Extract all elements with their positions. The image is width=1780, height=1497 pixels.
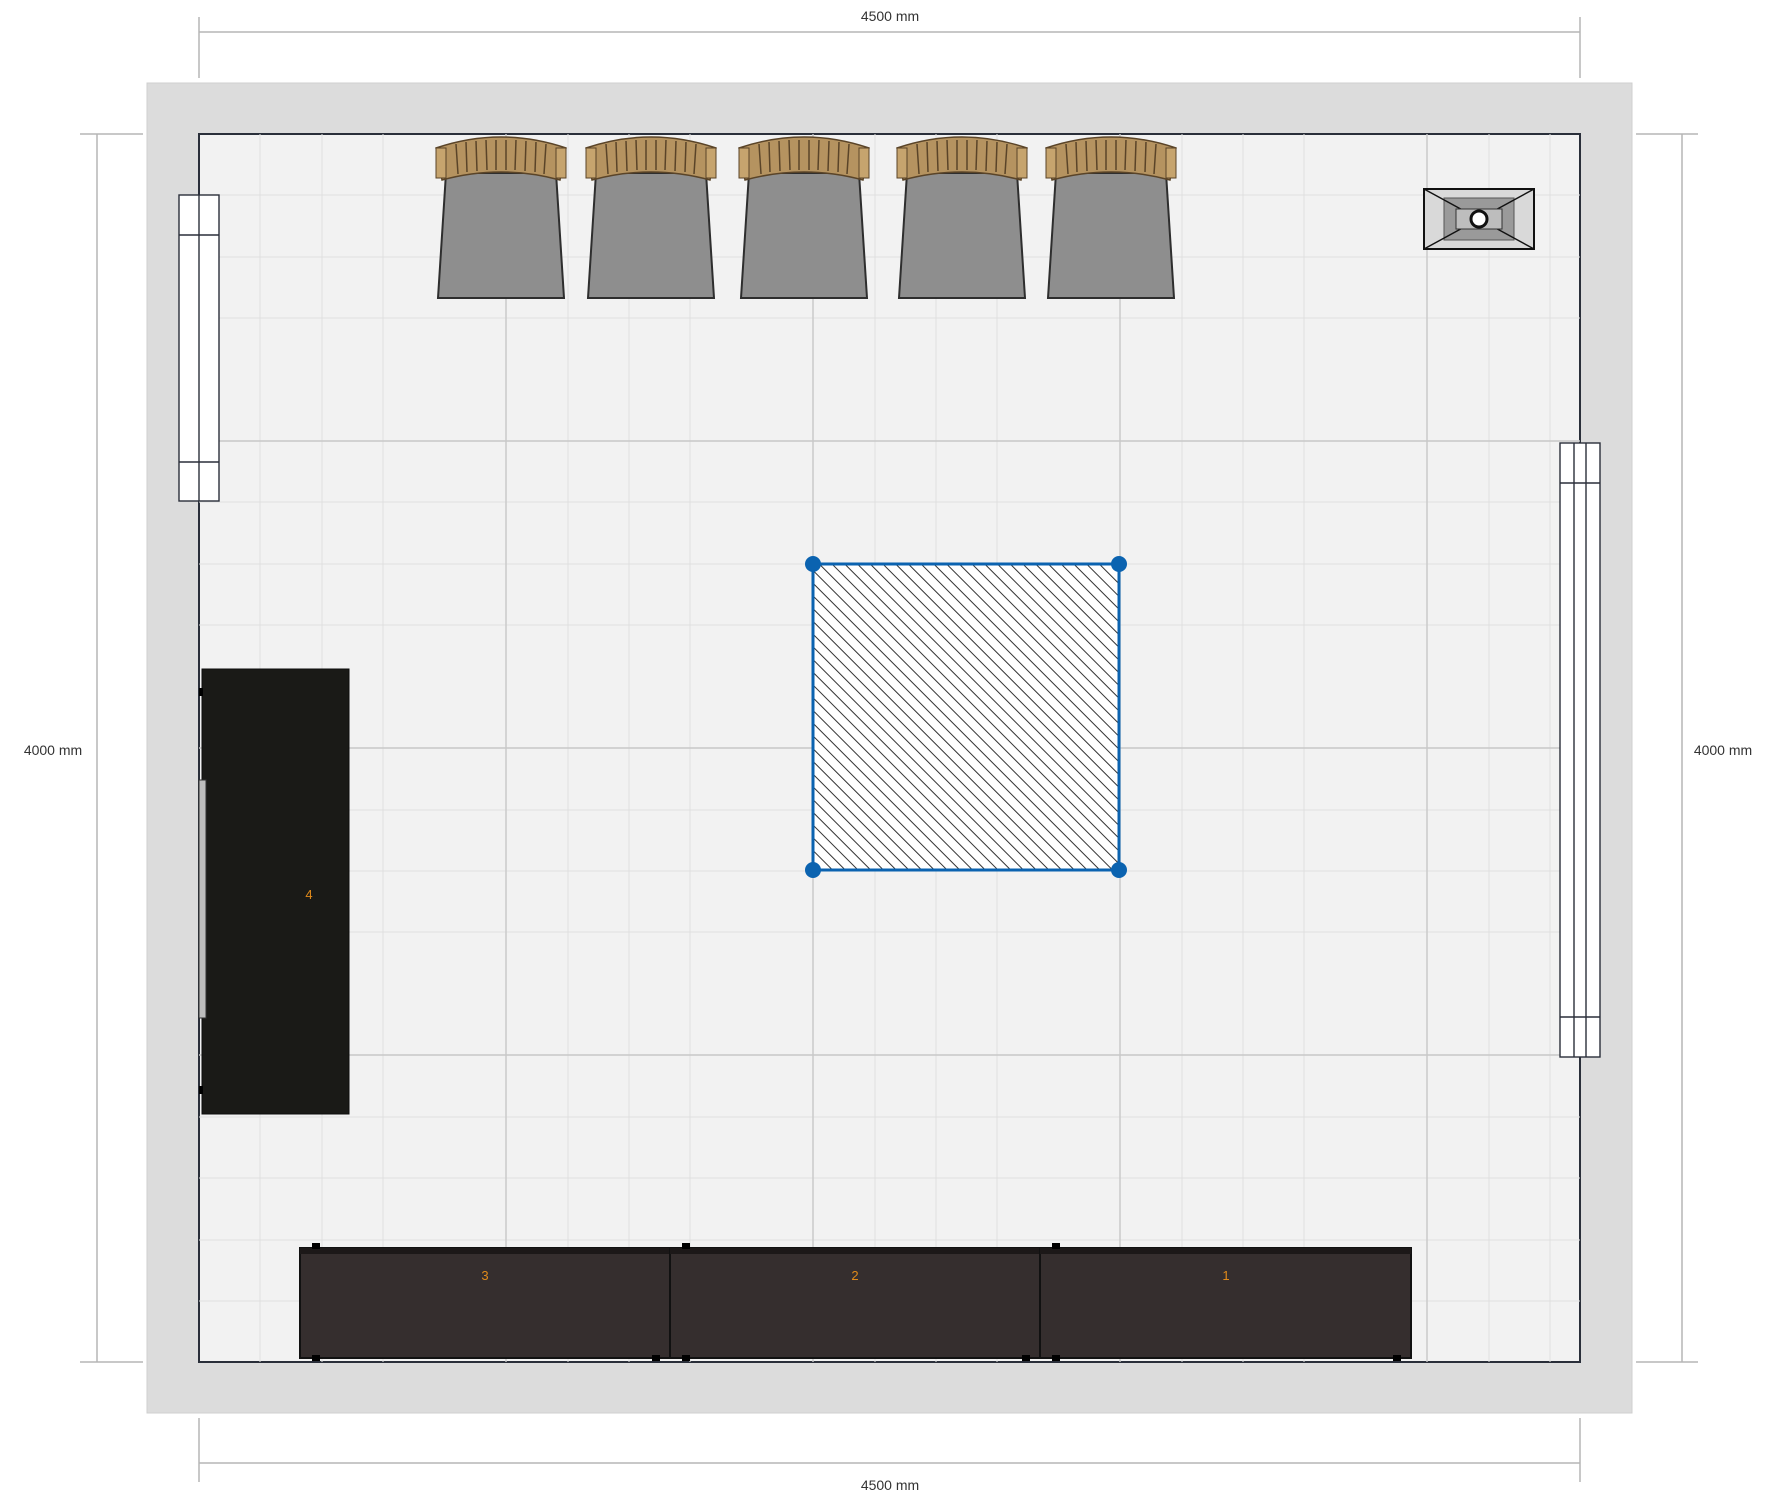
window-left[interactable]	[178, 194, 220, 502]
cabinet-3-label: 3	[481, 1268, 488, 1283]
chair-4-icon[interactable]	[896, 136, 1028, 299]
dimension-bottom	[198, 1418, 1581, 1482]
window-right[interactable]	[1559, 442, 1601, 1058]
cabinet-1-label: 1	[1222, 1268, 1229, 1283]
dimension-left-label: 4000 mm	[24, 742, 82, 758]
resize-handle-top-left[interactable]	[805, 556, 821, 572]
chair-1-icon[interactable]	[435, 136, 567, 299]
side-cabinet-label: 4	[305, 887, 312, 902]
side-cabinet[interactable]: 4	[198, 668, 350, 1115]
cabinet-3[interactable]: 3	[299, 1243, 671, 1361]
ceiling-lamp-icon[interactable]	[1423, 188, 1535, 250]
dimension-right-label: 4000 mm	[1694, 742, 1752, 758]
resize-handle-bottom-right[interactable]	[1111, 862, 1127, 878]
dimension-left	[80, 133, 143, 1363]
dimension-right	[1636, 133, 1698, 1363]
dimension-top	[198, 17, 1581, 78]
resize-handle-bottom-left[interactable]	[805, 862, 821, 878]
cabinet-2-label: 2	[851, 1268, 858, 1283]
chair-2-icon[interactable]	[585, 136, 717, 299]
hatched-square-rug[interactable]	[805, 556, 1127, 878]
dimension-bottom-label: 4500 mm	[861, 1477, 919, 1493]
chair-3-icon[interactable]	[738, 136, 870, 299]
cabinet-2[interactable]: 2	[669, 1243, 1041, 1361]
dimension-top-label: 4500 mm	[861, 8, 919, 24]
resize-handle-top-right[interactable]	[1111, 556, 1127, 572]
cabinet-1[interactable]: 1	[1039, 1243, 1412, 1361]
chair-5-icon[interactable]	[1045, 136, 1177, 299]
